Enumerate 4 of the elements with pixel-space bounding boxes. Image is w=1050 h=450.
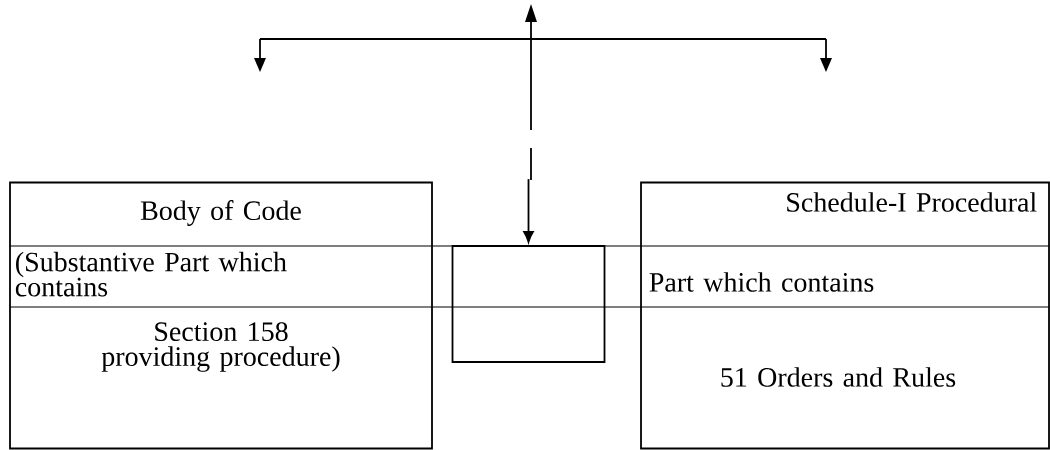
empty-box [451, 245, 606, 363]
table-box: Schedule-I Procedural Part which contains 51 Orders and Rules [640, 181, 1050, 450]
table-box: Body of Code (Substantive Part which contains Section 158 providing procedure) [9, 181, 433, 450]
arrow [523, 178, 534, 243]
